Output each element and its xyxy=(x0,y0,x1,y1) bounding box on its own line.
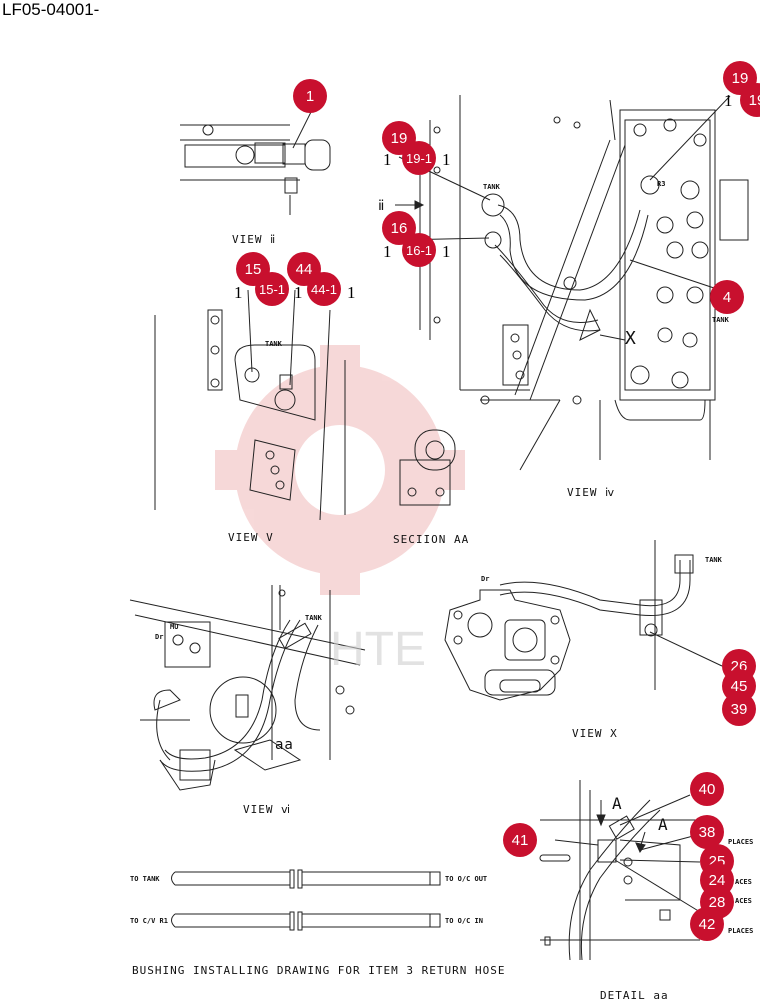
places-label-3: ACES xyxy=(735,897,752,905)
view-x-drawing xyxy=(444,540,723,701)
tank-label-x: TANK xyxy=(705,556,722,564)
callout-40[interactable]: 40 xyxy=(690,772,724,806)
callout-19-1[interactable]: 19-1 xyxy=(402,141,436,175)
qty-mark: 1 xyxy=(442,150,451,169)
qty-mark: 1 xyxy=(347,283,356,302)
tank-label-iv: TANK xyxy=(483,183,500,191)
callout-39[interactable]: 39 xyxy=(722,692,756,726)
places-label-1: PLACES xyxy=(728,838,754,846)
callout-1[interactable]: 1 xyxy=(293,79,327,113)
dr-label-vi: Dr xyxy=(155,633,164,641)
section-aa-drawing xyxy=(399,429,456,506)
callout-19[interactable]: 19 xyxy=(740,83,760,117)
view-vi-drawing xyxy=(129,585,366,791)
mu-label-vi: MU xyxy=(170,623,179,631)
detail-aa-drawing xyxy=(539,780,706,961)
part-number-header: LF05-04001- xyxy=(2,0,100,19)
to-tank-label: TO TANK xyxy=(130,875,160,883)
to-cv-r1-label: TO C/V R1 xyxy=(130,917,168,925)
view-ix-drawing xyxy=(180,124,331,215)
callout-16[interactable]: 16 xyxy=(382,211,416,245)
callout-38[interactable]: 38 xyxy=(690,815,724,849)
callout-41[interactable]: 41 xyxy=(503,823,537,857)
to-oc-in-label: TO O/C IN xyxy=(445,917,483,925)
view-x-caption: VIEW X xyxy=(572,727,618,740)
tank-label-vi: TANK xyxy=(305,614,322,622)
section-aa-caption: SECIION AA xyxy=(393,533,470,546)
callout-42[interactable]: 42 xyxy=(690,907,724,941)
qty-mark: 1 xyxy=(294,283,303,302)
bushing-drawing xyxy=(171,869,441,931)
tank-label-valve: TANK xyxy=(712,316,729,324)
r3-label: R3 xyxy=(657,180,666,188)
qty-mark: 1 xyxy=(383,150,392,169)
bushing-caption: BUSHING INSTALLING DRAWING FOR ITEM 3 RE… xyxy=(132,964,506,977)
a-label-right: A xyxy=(658,815,669,834)
to-oc-out-label: TO O/C OUT xyxy=(445,875,488,883)
view-iv-caption: VIEW ⅳ xyxy=(567,486,616,499)
qty-mark: 1 xyxy=(234,283,243,302)
view-vi-caption: VIEW ⅵ xyxy=(243,803,292,816)
callout-16-1[interactable]: 16-1 xyxy=(402,233,436,267)
view-v-drawing xyxy=(154,289,346,521)
places-label-4: PLACES xyxy=(728,927,754,935)
aa-label-vi: aa xyxy=(275,737,294,753)
detail-aa-caption: DETAIL aa xyxy=(600,989,669,1002)
places-label-2: ACES xyxy=(735,878,752,886)
callout-15[interactable]: 15 xyxy=(236,252,270,286)
watermark-text: HTE xyxy=(330,623,426,676)
callout-4[interactable]: 4 xyxy=(710,280,744,314)
dr-label-x: Dr xyxy=(481,575,490,583)
callout-44-1[interactable]: 44-1 xyxy=(307,272,341,306)
view-v-caption: VIEW V xyxy=(228,531,274,544)
qty-mark: 1 xyxy=(442,242,451,261)
qty-mark: 1 xyxy=(383,242,392,261)
view-iv-drawing xyxy=(395,95,749,471)
view-ix-caption: VIEW ⅱ xyxy=(232,233,277,246)
ix-arrow-label: ⅱ xyxy=(378,198,386,214)
a-label-left: A xyxy=(612,794,623,813)
callout-15-1[interactable]: 15-1 xyxy=(255,272,289,306)
tank-label-v: TANK xyxy=(265,340,282,348)
x-arrow-label: X xyxy=(625,328,637,349)
qty-mark: 1 xyxy=(724,91,733,110)
